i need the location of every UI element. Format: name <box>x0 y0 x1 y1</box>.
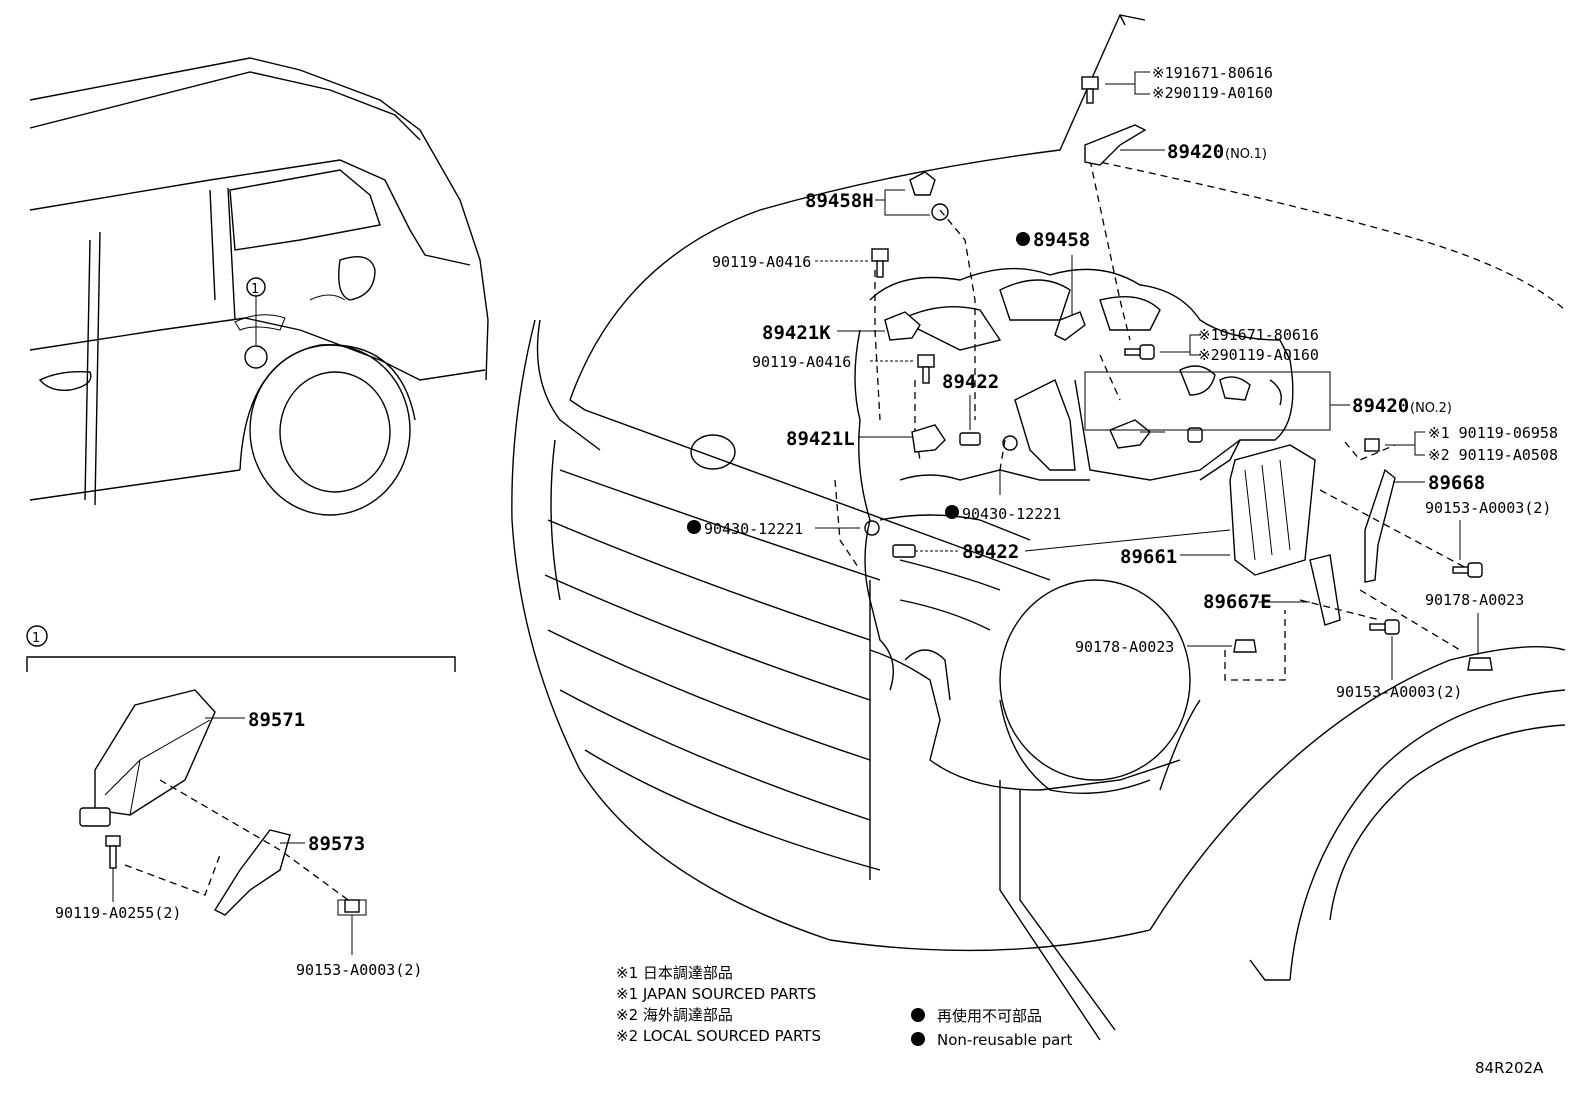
label-89661: 89661 <box>1120 546 1177 568</box>
bolt-mid-ref <box>1124 344 1155 360</box>
label-89420-no2-tag: (NO.2) <box>1410 401 1452 416</box>
legend-nonreuse-en: Non-reusable part <box>937 1031 1072 1049</box>
label-90119-a0255: 90119-A0255(2) <box>55 904 181 922</box>
label-89420-no2: 89420 <box>1352 395 1409 417</box>
label-90430-b: 90430-12221 <box>962 505 1061 523</box>
label-90119-a0416-a: 90119-A0416 <box>712 253 811 271</box>
ecu-89661 <box>1229 444 1316 576</box>
bracket-89667e <box>1309 554 1341 626</box>
inset-marker-number: 1 <box>32 631 40 646</box>
vehicle-rear-illustration <box>29 57 489 516</box>
label-89668: 89668 <box>1428 472 1485 494</box>
legend-line-1: ※1 日本調達部品 <box>616 964 733 982</box>
washer <box>1002 435 1018 451</box>
label-mid-ref2: ※290119-A0160 <box>1198 346 1319 364</box>
bolt-90153-a <box>1452 562 1483 578</box>
label-90153-b: 90153-A0003(2) <box>1336 683 1462 701</box>
label-89422-bottom: 89422 <box>962 541 1019 563</box>
label-90153-a0003-inset: 90153-A0003(2) <box>296 961 422 979</box>
label-89421k: 89421K <box>762 322 831 344</box>
legend-dot-jp <box>911 1008 925 1022</box>
module-89571 <box>79 689 216 827</box>
bolt-right-ref <box>1364 438 1380 452</box>
label-89667e: 89667E <box>1203 591 1272 613</box>
label-89421l: 89421L <box>786 428 855 450</box>
label-mid-ref1: ※191671-80616 <box>1198 326 1319 344</box>
nonreuse-dot-90430-b <box>945 505 959 519</box>
label-89571: 89571 <box>248 709 305 731</box>
legend-line-2: ※1 JAPAN SOURCED PARTS <box>616 985 816 1003</box>
label-right-ref2: ※2 90119-A0508 <box>1428 446 1558 464</box>
bolt-90119-a0416-a <box>871 248 889 278</box>
bolt-90153-a0003-inset <box>337 899 367 916</box>
callout-1-location <box>244 345 268 369</box>
figure-id: 84R202A <box>1475 1059 1544 1077</box>
label-90430-a: 90430-12221 <box>704 520 803 538</box>
label-89420-no1: 89420 <box>1167 141 1224 163</box>
label-89420-no1-tag: (NO.1) <box>1225 147 1267 162</box>
sensor-89421k <box>884 311 921 341</box>
label-top-ref1: ※191671-80616 <box>1152 64 1273 82</box>
legend: ※1 日本調達部品 ※1 JAPAN SOURCED PARTS ※2 海外調達… <box>616 964 1072 1049</box>
inset-bracket <box>26 656 456 672</box>
label-90153-a: 90153-A0003(2) <box>1425 499 1551 517</box>
legend-nonreuse-jp: 再使用不可部品 <box>937 1007 1042 1025</box>
label-89422-top: 89422 <box>942 371 999 393</box>
sensor-89422-top <box>959 432 981 446</box>
legend-line-4: ※2 LOCAL SOURCED PARTS <box>616 1027 821 1045</box>
label-top-ref2: ※290119-A0160 <box>1152 84 1273 102</box>
label-89573: 89573 <box>308 833 365 855</box>
label-right-ref1: ※1 90119-06958 <box>1428 424 1558 442</box>
nonreuse-dot-89458 <box>1016 232 1030 246</box>
gasket <box>864 520 880 536</box>
legend-line-3: ※2 海外調達部品 <box>616 1006 733 1024</box>
nut-90178-b <box>1467 657 1493 671</box>
sensor-89420-no1 <box>1084 124 1147 166</box>
sensor-89458 <box>1054 311 1086 341</box>
vehicle-front-illustration <box>511 14 1566 981</box>
nut-90178-a <box>1233 639 1257 653</box>
bracket-89573 <box>213 829 291 916</box>
engine-illustration <box>854 267 1294 1041</box>
label-90119-a0416-b: 90119-A0416 <box>752 353 851 371</box>
sensor-89422-bottom <box>892 544 916 558</box>
sensor-89421l <box>911 424 946 453</box>
callout-1-number: 1 <box>251 282 259 297</box>
bolt-90119-a0255 <box>105 835 121 869</box>
label-89458: 89458 <box>1033 229 1090 251</box>
sensor-89458h <box>909 171 949 221</box>
bolt-90119-a0416-b <box>917 354 935 384</box>
inset-marker <box>26 625 48 647</box>
label-89458h: 89458H <box>805 190 874 212</box>
nonreuse-dot-90430-a <box>687 520 701 534</box>
bracket-89668 <box>1364 468 1396 583</box>
label-90178-a: 90178-A0023 <box>1075 638 1174 656</box>
sensor-89420-no2 <box>1109 419 1203 449</box>
legend-dot-en <box>911 1032 925 1046</box>
bolt-top-ref <box>1081 76 1099 104</box>
label-90178-b: 90178-A0023 <box>1425 591 1524 609</box>
bolt-90153-b <box>1369 619 1400 635</box>
